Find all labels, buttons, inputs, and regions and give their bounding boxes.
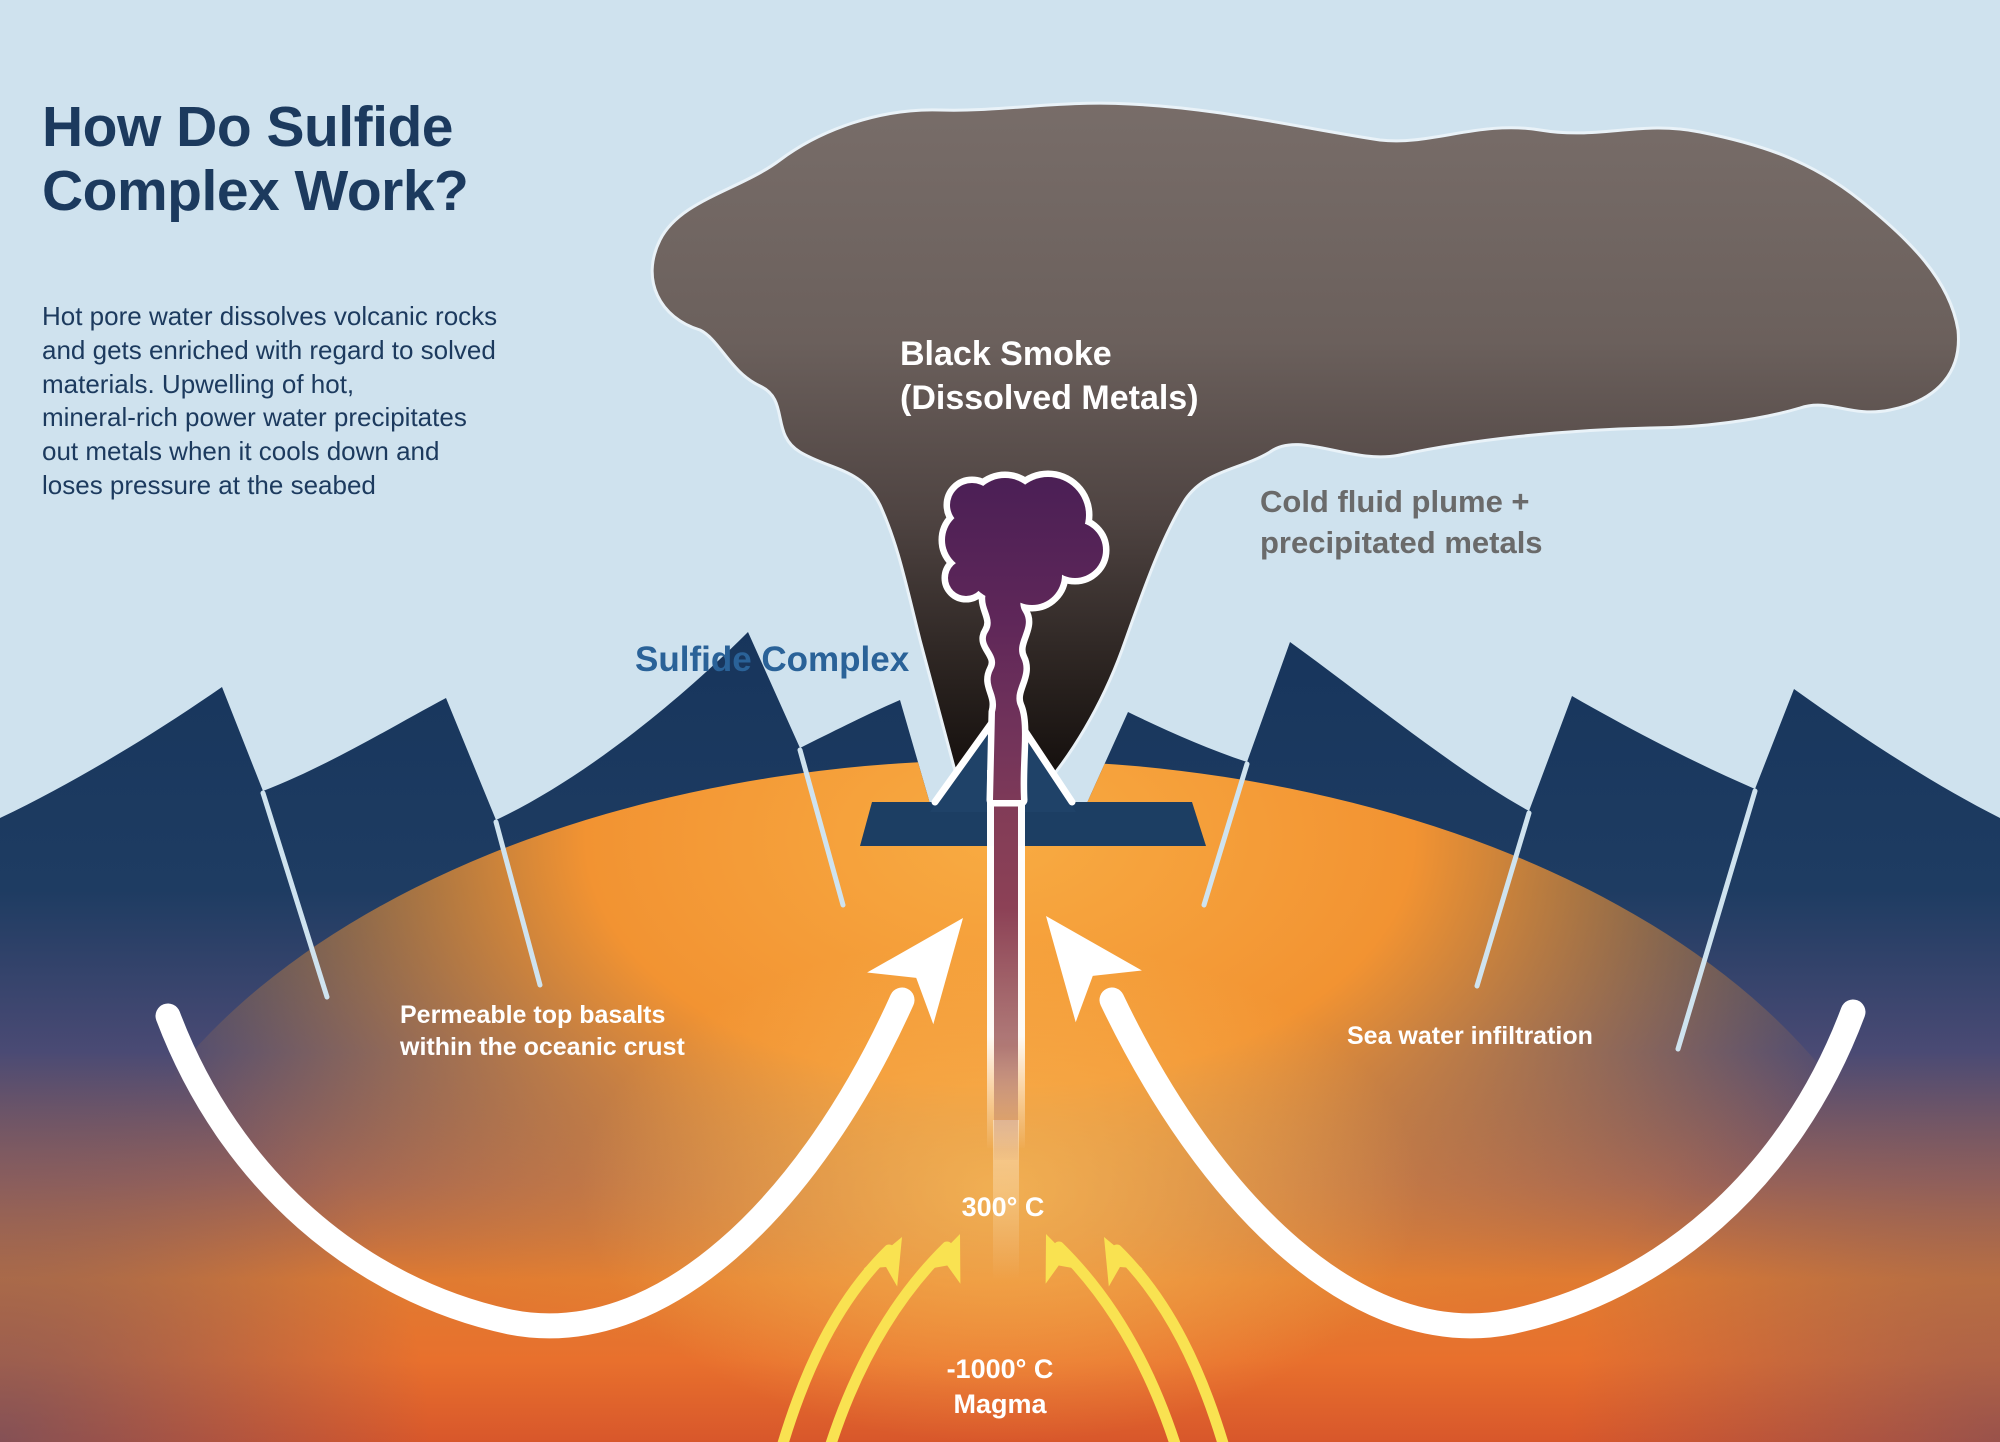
- label-vent-temperature: 300° C: [961, 1192, 1045, 1222]
- label-permeable-basalts: Permeable top basalts within the oceanic…: [400, 1001, 685, 1061]
- page-title: How Do Sulfide Complex Work?: [42, 95, 469, 223]
- fault-line: [260, 790, 330, 1000]
- corner-tint-left: [0, 1012, 430, 1442]
- corner-tint-right: [1570, 1012, 2000, 1442]
- magma-arrow: [777, 1244, 895, 1442]
- label-sulfide-complex: Sulfide Complex: [635, 640, 910, 679]
- fault-lines: [260, 747, 1758, 1052]
- plume-column: [994, 770, 1018, 1160]
- smoke-plume: [945, 477, 1103, 800]
- label-black-smoke: Black Smoke (Dissolved Metals): [900, 335, 1199, 418]
- arrowhead: [867, 918, 963, 1025]
- fault-line: [1675, 788, 1758, 1052]
- fault-line: [797, 747, 846, 908]
- magma-arrowheads: [863, 1234, 1143, 1287]
- arrowhead: [1046, 916, 1142, 1023]
- black-smoke-cloud: [650, 101, 1960, 784]
- fault-line: [493, 819, 543, 988]
- sea-water-arrow-right: [1046, 916, 1866, 1339]
- label-cold-fluid-plume: Cold fluid plume + precipitated metals: [1260, 484, 1543, 560]
- label-magma-temperature: -1000° C Magma: [946, 1354, 1054, 1420]
- magma-arrow: [1111, 1244, 1229, 1442]
- fault-line: [1201, 761, 1250, 908]
- sea-water-arrow-left: [155, 918, 963, 1339]
- vent-terrace: [860, 802, 1206, 846]
- intro-paragraph: Hot pore water dissolves volcanic rocks …: [42, 301, 498, 500]
- fault-line: [1474, 810, 1532, 989]
- label-sea-water-infiltration: Sea water infiltration: [1347, 1022, 1593, 1050]
